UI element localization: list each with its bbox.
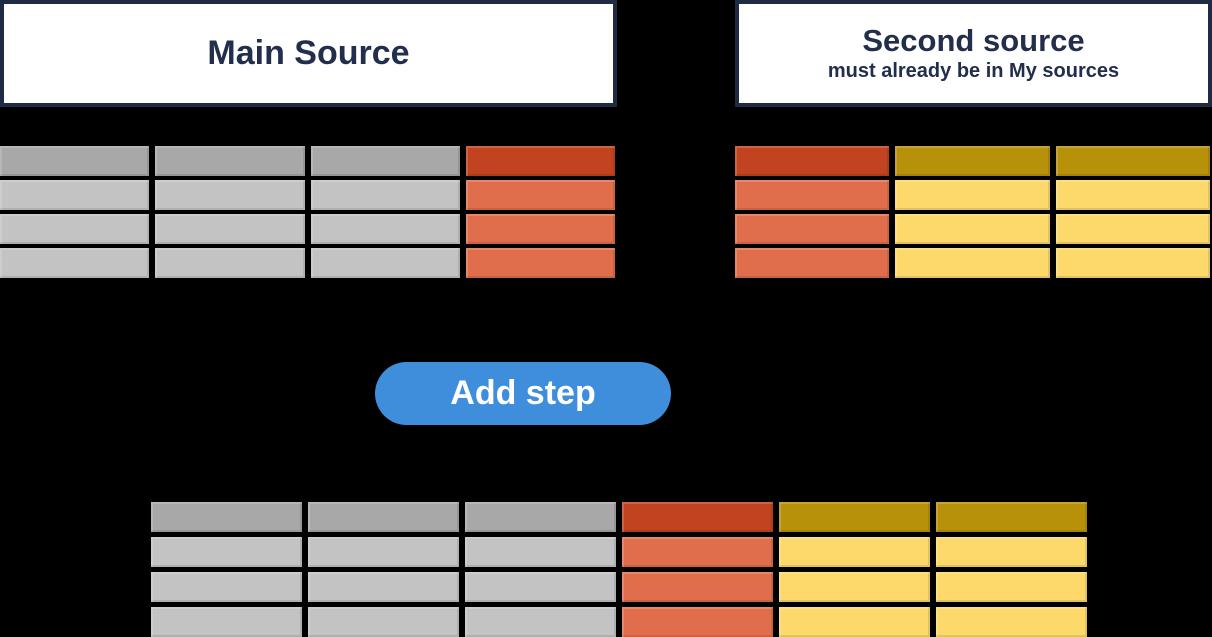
table-cell-gray [155, 180, 305, 210]
table-cell-gold [1055, 214, 1210, 244]
table-cell-gold [1055, 180, 1210, 210]
table-cell-red-header [465, 146, 615, 176]
table-cell-gray [310, 248, 460, 278]
table-cell-gold-header [1055, 146, 1210, 176]
table-cell-red [465, 214, 615, 244]
table-cell-gold [779, 537, 930, 567]
table-cell-red [622, 537, 773, 567]
second-source-title: Second source [862, 22, 1085, 58]
table-cell-gold [936, 572, 1087, 602]
table-cell-gold-header [779, 502, 930, 532]
table-cell-gray [0, 214, 150, 244]
table-cell-gold [895, 180, 1050, 210]
table-cell-gray [0, 180, 150, 210]
add-step-button[interactable]: Add step [375, 362, 671, 425]
table-cell-gray [155, 248, 305, 278]
result-table [151, 502, 1087, 637]
second-source-table [735, 146, 1210, 278]
table-cell-gray-header [308, 502, 459, 532]
table-cell-red [465, 248, 615, 278]
table-cell-gray-header [155, 146, 305, 176]
main-source-box: Main Source [0, 0, 617, 107]
table-cell-gray-header [310, 146, 460, 176]
second-source-box: Second source must already be in My sour… [735, 0, 1212, 107]
table-cell-red-header [735, 146, 890, 176]
table-cell-gold [936, 537, 1087, 567]
table-cell-red-header [622, 502, 773, 532]
table-cell-gray [151, 607, 302, 637]
table-cell-gray-header [151, 502, 302, 532]
table-cell-red [622, 572, 773, 602]
table-cell-gray-header [465, 502, 616, 532]
table-cell-gray [151, 537, 302, 567]
table-cell-gold [1055, 248, 1210, 278]
second-source-subtitle: must already be in My sources [827, 60, 1120, 83]
table-cell-gold [779, 607, 930, 637]
main-source-title: Main Source [207, 33, 410, 72]
main-source-table [0, 146, 615, 278]
table-cell-gray [0, 248, 150, 278]
table-cell-gold [936, 607, 1087, 637]
table-cell-gray [308, 537, 459, 567]
table-cell-gray [310, 180, 460, 210]
table-cell-gray [308, 607, 459, 637]
table-cell-gray-header [0, 146, 150, 176]
table-cell-red [622, 607, 773, 637]
table-cell-gold [895, 248, 1050, 278]
table-cell-gray [308, 572, 459, 602]
table-cell-red [735, 214, 890, 244]
table-cell-gold [895, 214, 1050, 244]
table-cell-red [465, 180, 615, 210]
table-cell-gray [155, 214, 305, 244]
table-cell-gray [151, 572, 302, 602]
table-cell-gold [779, 572, 930, 602]
table-cell-red [735, 180, 890, 210]
table-cell-gray [310, 214, 460, 244]
table-cell-gray [465, 537, 616, 567]
table-cell-gold-header [936, 502, 1087, 532]
table-cell-red [735, 248, 890, 278]
table-cell-gold-header [895, 146, 1050, 176]
table-cell-gray [465, 572, 616, 602]
table-cell-gray [465, 607, 616, 637]
